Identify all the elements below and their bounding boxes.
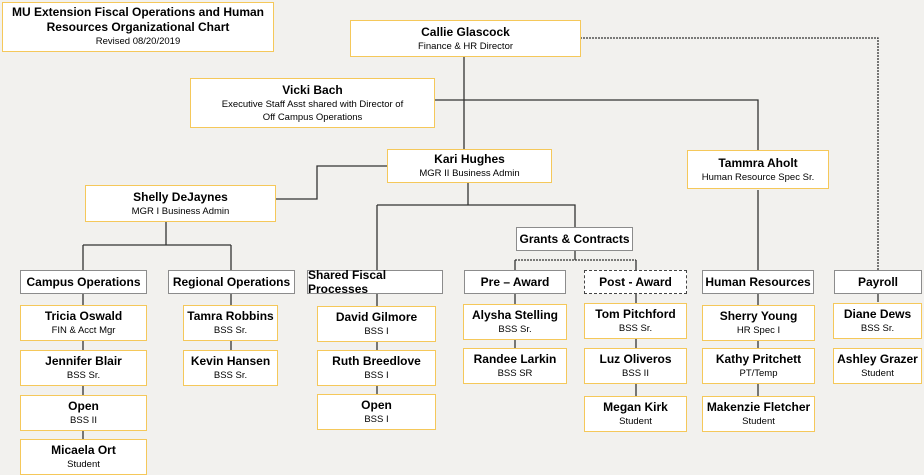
node-role: BSS I (364, 370, 389, 381)
node-member[interactable]: Tom Pitchford BSS Sr. (584, 303, 687, 339)
node-name: Ruth Breedlove (332, 354, 421, 368)
connector-kari-shelly (276, 165, 388, 200)
node-member[interactable]: Alysha Stelling BSS Sr. (463, 304, 567, 340)
node-member[interactable]: Kevin Hansen BSS Sr. (183, 350, 278, 386)
node-name: Ashley Grazer (837, 352, 918, 366)
connector-director-tammra (464, 99, 759, 150)
node-role: Student (619, 416, 652, 427)
node-role: BSS I (364, 326, 389, 337)
node-member[interactable]: Open BSS II (20, 395, 147, 431)
header-post-award[interactable]: Post - Award (584, 270, 687, 294)
node-role: Off Campus Operations (262, 111, 363, 123)
node-name: Sherry Young (719, 309, 798, 323)
node-member[interactable]: David Gilmore BSS I (317, 306, 436, 342)
node-name: Luz Oliveros (599, 352, 672, 366)
node-member[interactable]: Ruth Breedlove BSS I (317, 350, 436, 386)
node-role: BSS Sr. (213, 325, 248, 336)
node-role: HR Spec I (736, 325, 781, 336)
node-name: Makenzie Fletcher (706, 400, 811, 414)
chart-title-line2: Resources Organizational Chart (46, 20, 230, 34)
header-campus-operations[interactable]: Campus Operations (20, 270, 147, 294)
node-kari[interactable]: Kari Hughes MGR II Business Admin (387, 149, 552, 183)
node-role: Executive Staff Asst shared with Directo… (221, 98, 404, 110)
node-role: BSS Sr. (498, 324, 532, 335)
node-name: Micaela Ort (51, 443, 116, 457)
node-role: BSS Sr. (860, 323, 895, 334)
header-human-resources[interactable]: Human Resources (702, 270, 814, 294)
node-name: David Gilmore (335, 310, 418, 324)
node-assistant[interactable]: Vicki Bach Executive Staff Asst shared w… (190, 78, 435, 128)
node-member[interactable]: Randee Larkin BSS SR (463, 348, 567, 384)
node-role: Human Resource Spec Sr. (701, 171, 815, 183)
node-member[interactable]: Jennifer Blair BSS Sr. (20, 350, 147, 386)
node-member[interactable]: Megan Kirk Student (584, 396, 687, 432)
node-name: Kari Hughes (434, 152, 505, 166)
header-pre-award[interactable]: Pre – Award (464, 270, 566, 294)
node-member[interactable]: Tamra Robbins BSS Sr. (183, 305, 278, 341)
revised-date: Revised 08/20/2019 (95, 36, 181, 47)
node-name: Tamra Robbins (187, 309, 274, 323)
node-name: Callie Glascock (421, 24, 510, 39)
header-grants-contracts[interactable]: Grants & Contracts (516, 227, 633, 251)
node-name: Alysha Stelling (471, 308, 559, 322)
node-shelly[interactable]: Shelly DeJaynes MGR I Business Admin (85, 185, 276, 222)
node-member[interactable]: Micaela Ort Student (20, 439, 147, 475)
node-role: Student (861, 368, 894, 379)
node-role: BSS SR (497, 368, 533, 379)
node-role: BSS II (622, 368, 649, 379)
node-member[interactable]: Open BSS I (317, 394, 436, 430)
connector-kari-branch (377, 204, 576, 227)
header-shared-fiscal[interactable]: Shared Fiscal Processes (307, 268, 443, 296)
node-role: Student (67, 459, 100, 470)
node-member[interactable]: Tricia Oswald FIN & Acct Mgr (20, 305, 147, 341)
node-role: BSS I (364, 414, 389, 425)
node-role: BSS Sr. (618, 323, 653, 334)
node-name: Open (68, 399, 99, 413)
connector-director-payroll (580, 37, 879, 270)
node-role: BSS Sr. (66, 370, 101, 381)
node-member[interactable]: Kathy Pritchett PT/Temp (702, 348, 815, 384)
node-name: Tammra Aholt (718, 155, 798, 170)
node-role: FIN & Acct Mgr (51, 325, 116, 336)
node-member[interactable]: Luz Oliveros BSS II (584, 348, 687, 384)
node-name: Megan Kirk (603, 400, 668, 414)
node-name: Shelly DeJaynes (133, 189, 228, 204)
node-role: Finance & HR Director (417, 40, 514, 52)
node-role: Student (742, 416, 775, 427)
node-name: Vicki Bach (282, 82, 343, 97)
node-name: Tricia Oswald (44, 309, 123, 323)
node-role: MGR I Business Admin (131, 205, 230, 217)
node-role: BSS II (70, 415, 97, 426)
node-role: PT/Temp (739, 368, 778, 379)
node-member[interactable]: Diane Dews BSS Sr. (833, 303, 922, 339)
node-director[interactable]: Callie Glascock Finance & HR Director (350, 20, 581, 57)
node-member[interactable]: Ashley Grazer Student (833, 348, 922, 384)
node-name: Tom Pitchford (595, 307, 676, 321)
node-role: BSS Sr. (213, 370, 248, 381)
node-name: Open (361, 398, 392, 412)
header-regional-operations[interactable]: Regional Operations (168, 270, 295, 294)
node-name: Diane Dews (843, 307, 912, 321)
node-name: Kevin Hansen (190, 354, 271, 368)
chart-title-box: MU Extension Fiscal Operations and Human… (2, 2, 274, 52)
node-name: Kathy Pritchett (715, 352, 802, 366)
chart-title-line1: MU Extension Fiscal Operations and Human (11, 5, 265, 19)
node-member[interactable]: Makenzie Fletcher Student (702, 396, 815, 432)
header-payroll[interactable]: Payroll (834, 270, 922, 294)
node-tammra[interactable]: Tammra Aholt Human Resource Spec Sr. (687, 150, 829, 189)
node-name: Jennifer Blair (45, 354, 122, 368)
node-member[interactable]: Sherry Young HR Spec I (702, 305, 815, 341)
node-role: MGR II Business Admin (419, 168, 520, 179)
node-name: Randee Larkin (473, 352, 557, 366)
